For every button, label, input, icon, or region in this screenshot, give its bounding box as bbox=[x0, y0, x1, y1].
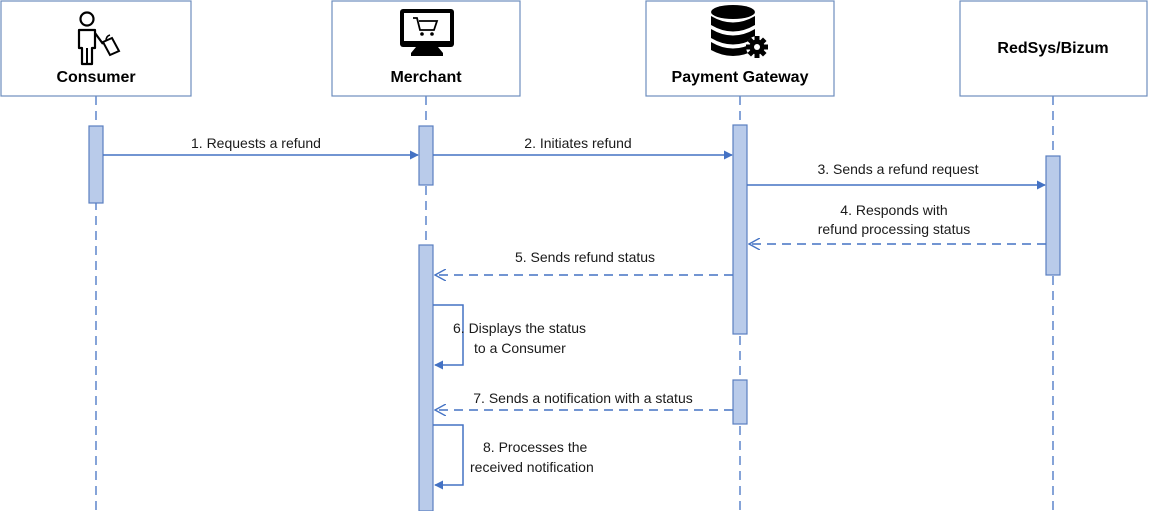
message-6-label-line-2: to a Consumer bbox=[474, 340, 566, 356]
message-4-label-line-2: refund processing status bbox=[818, 221, 971, 237]
message-6-label-line-1: 6. Displays the status bbox=[453, 320, 586, 336]
activation-payment-gateway-1 bbox=[732, 124, 748, 335]
participant-merchant: Merchant bbox=[331, 0, 521, 97]
participant-payment-gateway: Payment Gateway bbox=[645, 0, 835, 97]
person-with-shopping-bag-icon bbox=[66, 6, 122, 66]
database-gear-icon bbox=[711, 5, 768, 58]
message-8-label-line-2: received notification bbox=[470, 459, 594, 475]
message-8: 8. Processes the received notification bbox=[433, 424, 594, 490]
message-2-label: 2. Initiates refund bbox=[524, 135, 631, 151]
message-7-label: 7. Sends a notification with a status bbox=[473, 390, 692, 406]
message-6: 6. Displays the status to a Consumer bbox=[433, 304, 586, 370]
message-4-label-line-1: 4. Responds with bbox=[840, 202, 947, 218]
message-3-label: 3. Sends a refund request bbox=[817, 161, 978, 177]
message-3: 3. Sends a refund request bbox=[747, 161, 1046, 190]
message-5-label: 5. Sends refund status bbox=[515, 249, 655, 265]
activation-consumer bbox=[88, 125, 104, 204]
message-7: 7. Sends a notification with a status bbox=[435, 390, 733, 410]
computer-shopping-cart-icon bbox=[400, 9, 454, 56]
message-1: 1. Requests a refund bbox=[103, 135, 419, 160]
participant-name-consumer: Consumer bbox=[56, 69, 135, 86]
participant-name-redsys-bizum: RedSys/Bizum bbox=[997, 40, 1108, 57]
participant-name-payment-gateway: Payment Gateway bbox=[672, 69, 809, 86]
activation-payment-gateway-2 bbox=[732, 379, 748, 425]
participant-redsys-bizum: RedSys/Bizum bbox=[959, 0, 1148, 97]
message-4: 4. Responds with refund processing statu… bbox=[749, 202, 1046, 244]
message-2: 2. Initiates refund bbox=[433, 135, 733, 160]
participant-name-merchant: Merchant bbox=[390, 69, 462, 86]
message-8-label-line-1: 8. Processes the bbox=[483, 439, 587, 455]
activation-redsys-bizum bbox=[1045, 155, 1061, 276]
participant-consumer: Consumer bbox=[0, 0, 192, 97]
message-1-label: 1. Requests a refund bbox=[191, 135, 321, 151]
activation-merchant-2 bbox=[418, 244, 434, 511]
activation-merchant-1 bbox=[418, 125, 434, 186]
message-5: 5. Sends refund status bbox=[435, 249, 733, 275]
